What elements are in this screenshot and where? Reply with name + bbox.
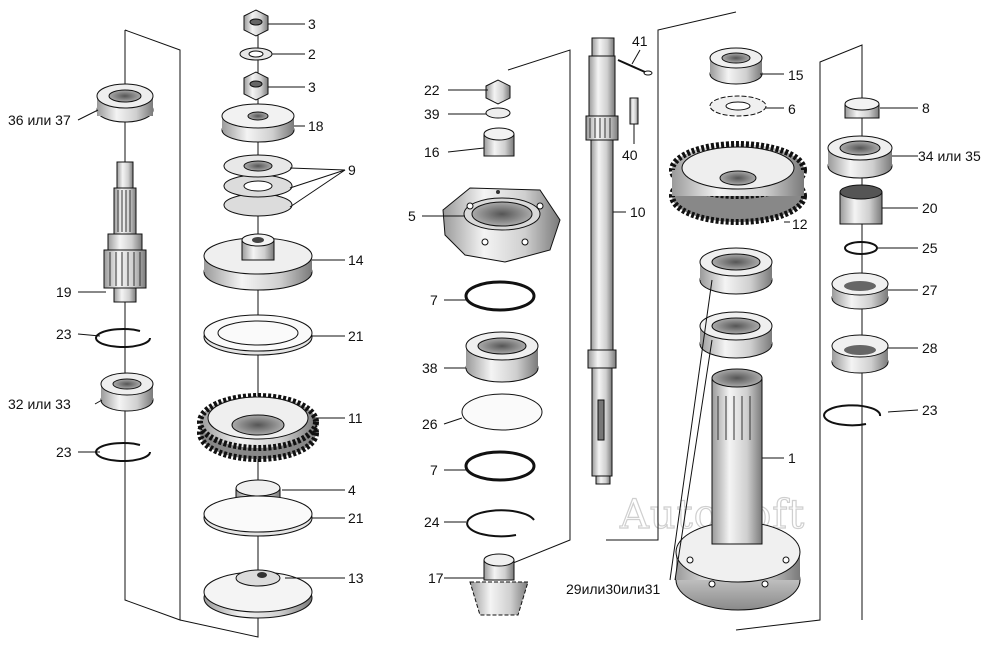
- part-gear-12: [669, 141, 807, 225]
- callout-1: 1: [788, 450, 796, 466]
- callout-41: 41: [632, 33, 648, 49]
- callout-17: 17: [428, 570, 444, 586]
- callout-13: 13: [348, 570, 364, 586]
- part-bearing-36: [96, 83, 154, 123]
- callout-29: 29или30или31: [566, 581, 661, 597]
- part-bearing-32: [100, 372, 154, 412]
- part-sleeve-20: [839, 184, 883, 225]
- part-race-28: [831, 334, 889, 374]
- part-bush-16: [483, 127, 515, 157]
- part-bearing-34: [827, 135, 893, 179]
- callout-8: 8: [922, 100, 930, 116]
- part-circlip-24: [466, 509, 535, 538]
- part-race-27: [831, 272, 889, 310]
- part-washer-18: [221, 103, 295, 143]
- part-ring-7-lower: [464, 450, 536, 482]
- callout-34: 34 или 35: [918, 148, 981, 164]
- callout-40: 40: [622, 147, 638, 163]
- part-pinion-17: [469, 553, 529, 616]
- callout-16: 16: [424, 144, 440, 160]
- part-castle-nut-22: [485, 79, 511, 105]
- part-flange-1: [675, 368, 801, 611]
- callout-14: 14: [348, 252, 364, 268]
- callout-20: 20: [922, 200, 938, 216]
- callout-23-c: 23: [922, 402, 938, 418]
- callout-9: 9: [348, 162, 356, 178]
- part-bearing-38: [465, 331, 539, 383]
- part-circlip-23-right: [823, 404, 882, 427]
- callout-39: 39: [424, 106, 440, 122]
- part-shaft-19: [103, 161, 147, 303]
- callout-28: 28: [922, 340, 938, 356]
- part-nut-3-upper: [243, 9, 269, 37]
- callout-38: 38: [422, 360, 438, 376]
- callout-27: 27: [922, 282, 938, 298]
- part-lockwasher-6: [709, 95, 767, 117]
- callout-3-lower: 3: [308, 79, 316, 95]
- part-bearing-29-upper: [699, 247, 773, 295]
- callout-15: 15: [788, 67, 804, 83]
- part-cotter-pin-41: [617, 59, 653, 76]
- callout-24: 24: [424, 514, 440, 530]
- part-key-40: [629, 97, 639, 125]
- part-bearing-29-lower: [699, 311, 773, 359]
- part-circlip-23-lower: [95, 442, 151, 462]
- callout-23-b: 23: [56, 444, 72, 460]
- callout-18: 18: [308, 118, 324, 134]
- callout-7-lower: 7: [430, 462, 438, 478]
- callout-32: 32 или 33: [8, 396, 71, 412]
- part-nut-3-lower: [243, 71, 269, 101]
- part-disc-21-upper: [203, 314, 313, 356]
- callout-3-upper: 3: [308, 16, 316, 32]
- callout-12: 12: [792, 216, 808, 232]
- callout-22: 22: [424, 82, 440, 98]
- callout-19: 19: [56, 284, 72, 300]
- part-cup-8: [844, 97, 880, 119]
- callout-23-a: 23: [56, 326, 72, 342]
- part-shims-9: [223, 154, 293, 217]
- part-shaft-10: [585, 37, 619, 485]
- part-hub-14: [203, 233, 313, 291]
- callout-5: 5: [408, 208, 416, 224]
- callout-6: 6: [788, 101, 796, 117]
- callout-26: 26: [422, 416, 438, 432]
- part-disc-21-lower: [203, 495, 313, 537]
- part-washer-39: [485, 107, 511, 119]
- callout-10: 10: [630, 204, 646, 220]
- part-gear-11: [197, 393, 319, 462]
- callout-21-upper: 21: [348, 328, 364, 344]
- part-circlip-23-upper: [95, 328, 151, 348]
- callout-21-lower: 21: [348, 510, 364, 526]
- callout-25: 25: [922, 240, 938, 256]
- callout-36: 36 или 37: [8, 112, 71, 128]
- callout-4: 4: [348, 482, 356, 498]
- part-housing-5: [442, 187, 561, 263]
- part-lockwasher-2: [239, 47, 273, 61]
- part-hub-13: [203, 569, 313, 619]
- part-nut-15: [709, 47, 763, 85]
- leader-lines: [77, 23, 919, 581]
- callout-2: 2: [308, 46, 316, 62]
- part-ring-25: [844, 241, 878, 255]
- part-ring-7-upper: [464, 280, 536, 312]
- callout-11: 11: [348, 410, 363, 426]
- part-disc-26: [461, 393, 543, 431]
- callout-7-upper: 7: [430, 292, 438, 308]
- callout-labels: 3 2 3 18 9 14 21 11 4 21 13 36 или 37 19…: [8, 16, 981, 597]
